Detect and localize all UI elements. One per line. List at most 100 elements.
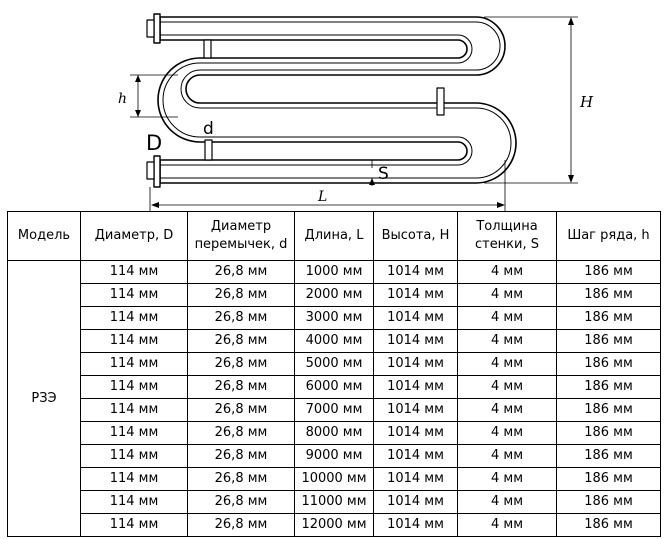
model-cell: РЗЭ bbox=[7, 260, 81, 537]
bottom-flange-nut bbox=[146, 161, 155, 180]
table-cell: 3000 мм bbox=[294, 306, 374, 330]
table-cell: 26,8 мм bbox=[187, 283, 295, 307]
table-cell: 5000 мм bbox=[294, 352, 374, 376]
jumper-bottom bbox=[204, 139, 213, 161]
table-cell: 114 мм bbox=[80, 306, 188, 330]
table-cell: 12000 мм bbox=[294, 513, 374, 537]
table-cell: 4 мм bbox=[457, 467, 557, 491]
label-H: H bbox=[579, 93, 594, 111]
table-cell: 186 мм bbox=[556, 352, 661, 376]
table-cell: 114 мм bbox=[80, 352, 188, 376]
table-cell: 186 мм bbox=[556, 513, 661, 537]
table-cell: 186 мм bbox=[556, 421, 661, 445]
table-cell: 1014 мм bbox=[373, 490, 458, 514]
table-cell: 26,8 мм bbox=[187, 421, 295, 445]
table-cell: 114 мм bbox=[80, 444, 188, 468]
table-cell: 1014 мм bbox=[373, 283, 458, 307]
top-flange bbox=[153, 13, 161, 44]
table-cell: 26,8 мм bbox=[187, 490, 295, 514]
table-cell: 4 мм bbox=[457, 260, 557, 284]
label-d: d bbox=[203, 119, 214, 139]
table-cell: 6000 мм bbox=[294, 375, 374, 399]
table-cell: 8000 мм bbox=[294, 421, 374, 445]
header-diameter: Диаметр, D bbox=[80, 211, 188, 261]
table-cell: 4 мм bbox=[457, 352, 557, 376]
table-cell: 4 мм bbox=[457, 398, 557, 422]
header-wall-thickness: Толщина стенки, S bbox=[457, 211, 557, 261]
table-cell: 114 мм bbox=[80, 398, 188, 422]
table-cell: 186 мм bbox=[556, 375, 661, 399]
table-cell: 26,8 мм bbox=[187, 306, 295, 330]
table-cell: 186 мм bbox=[556, 490, 661, 514]
table-cell: 186 мм bbox=[556, 283, 661, 307]
table-cell: 1014 мм bbox=[373, 513, 458, 537]
header-length: Длина, L bbox=[294, 211, 374, 261]
label-D: D bbox=[146, 131, 162, 155]
table-cell: 4 мм bbox=[457, 375, 557, 399]
table-cell: 1014 мм bbox=[373, 306, 458, 330]
table-cell: 1014 мм bbox=[373, 329, 458, 353]
table-cell: 114 мм bbox=[80, 283, 188, 307]
table-cell: 186 мм bbox=[556, 260, 661, 284]
table-cell: 114 мм bbox=[80, 490, 188, 514]
table-cell: 186 мм bbox=[556, 467, 661, 491]
table-cell: 186 мм bbox=[556, 329, 661, 353]
header-jumper-diameter: Диаметр перемычек, d bbox=[187, 211, 295, 261]
jumper-top bbox=[203, 39, 212, 59]
specs-table: Модель Диаметр, D Диаметр перемычек, d Д… bbox=[7, 211, 661, 537]
table-cell: 114 мм bbox=[80, 375, 188, 399]
table-cell: 114 мм bbox=[80, 467, 188, 491]
table-cell: 10000 мм bbox=[294, 467, 374, 491]
table-cell: 4 мм bbox=[457, 490, 557, 514]
table-cell: 1014 мм bbox=[373, 260, 458, 284]
table-cell: 1014 мм bbox=[373, 375, 458, 399]
table-cell: 1014 мм bbox=[373, 421, 458, 445]
tube-inner bbox=[159, 21, 512, 179]
table-cell: 26,8 мм bbox=[187, 375, 295, 399]
header-height: Высота, H bbox=[373, 211, 458, 261]
table-cell: 186 мм bbox=[556, 306, 661, 330]
label-S: S bbox=[378, 164, 389, 184]
table-cell: 4 мм bbox=[457, 513, 557, 537]
table-cell: 114 мм bbox=[80, 329, 188, 353]
tube-outer bbox=[157, 16, 517, 184]
table-cell: 26,8 мм bbox=[187, 513, 295, 537]
table-cell: 1014 мм bbox=[373, 398, 458, 422]
table-cell: 4 мм bbox=[457, 421, 557, 445]
table-cell: 114 мм bbox=[80, 513, 188, 537]
table-cell: 4 мм bbox=[457, 444, 557, 468]
bottom-flange bbox=[153, 155, 161, 188]
table-cell: 26,8 мм bbox=[187, 467, 295, 491]
table-cell: 9000 мм bbox=[294, 444, 374, 468]
table-cell: 26,8 мм bbox=[187, 398, 295, 422]
table-cell: 26,8 мм bbox=[187, 329, 295, 353]
table-cell: 186 мм bbox=[556, 398, 661, 422]
table-cell: 1014 мм bbox=[373, 444, 458, 468]
table-cell: 26,8 мм bbox=[187, 444, 295, 468]
radiator-diagram: h d D H L S bbox=[118, 13, 594, 212]
jumper-middle bbox=[436, 87, 445, 116]
table-cell: 114 мм bbox=[80, 260, 188, 284]
table-cell: 26,8 мм bbox=[187, 352, 295, 376]
table-cell: 1000 мм bbox=[294, 260, 374, 284]
table-cell: 1014 мм bbox=[373, 352, 458, 376]
header-model: Модель bbox=[7, 211, 81, 261]
table-cell: 4000 мм bbox=[294, 329, 374, 353]
header-row: Модель Диаметр, D Диаметр перемычек, d Д… bbox=[7, 211, 661, 261]
table-cell: 1014 мм bbox=[373, 467, 458, 491]
label-L: L bbox=[317, 189, 327, 205]
table-cell: 26,8 мм bbox=[187, 260, 295, 284]
header-row-pitch: Шаг ряда, h bbox=[556, 211, 661, 261]
table-cell: 2000 мм bbox=[294, 283, 374, 307]
table-cell: 11000 мм bbox=[294, 490, 374, 514]
